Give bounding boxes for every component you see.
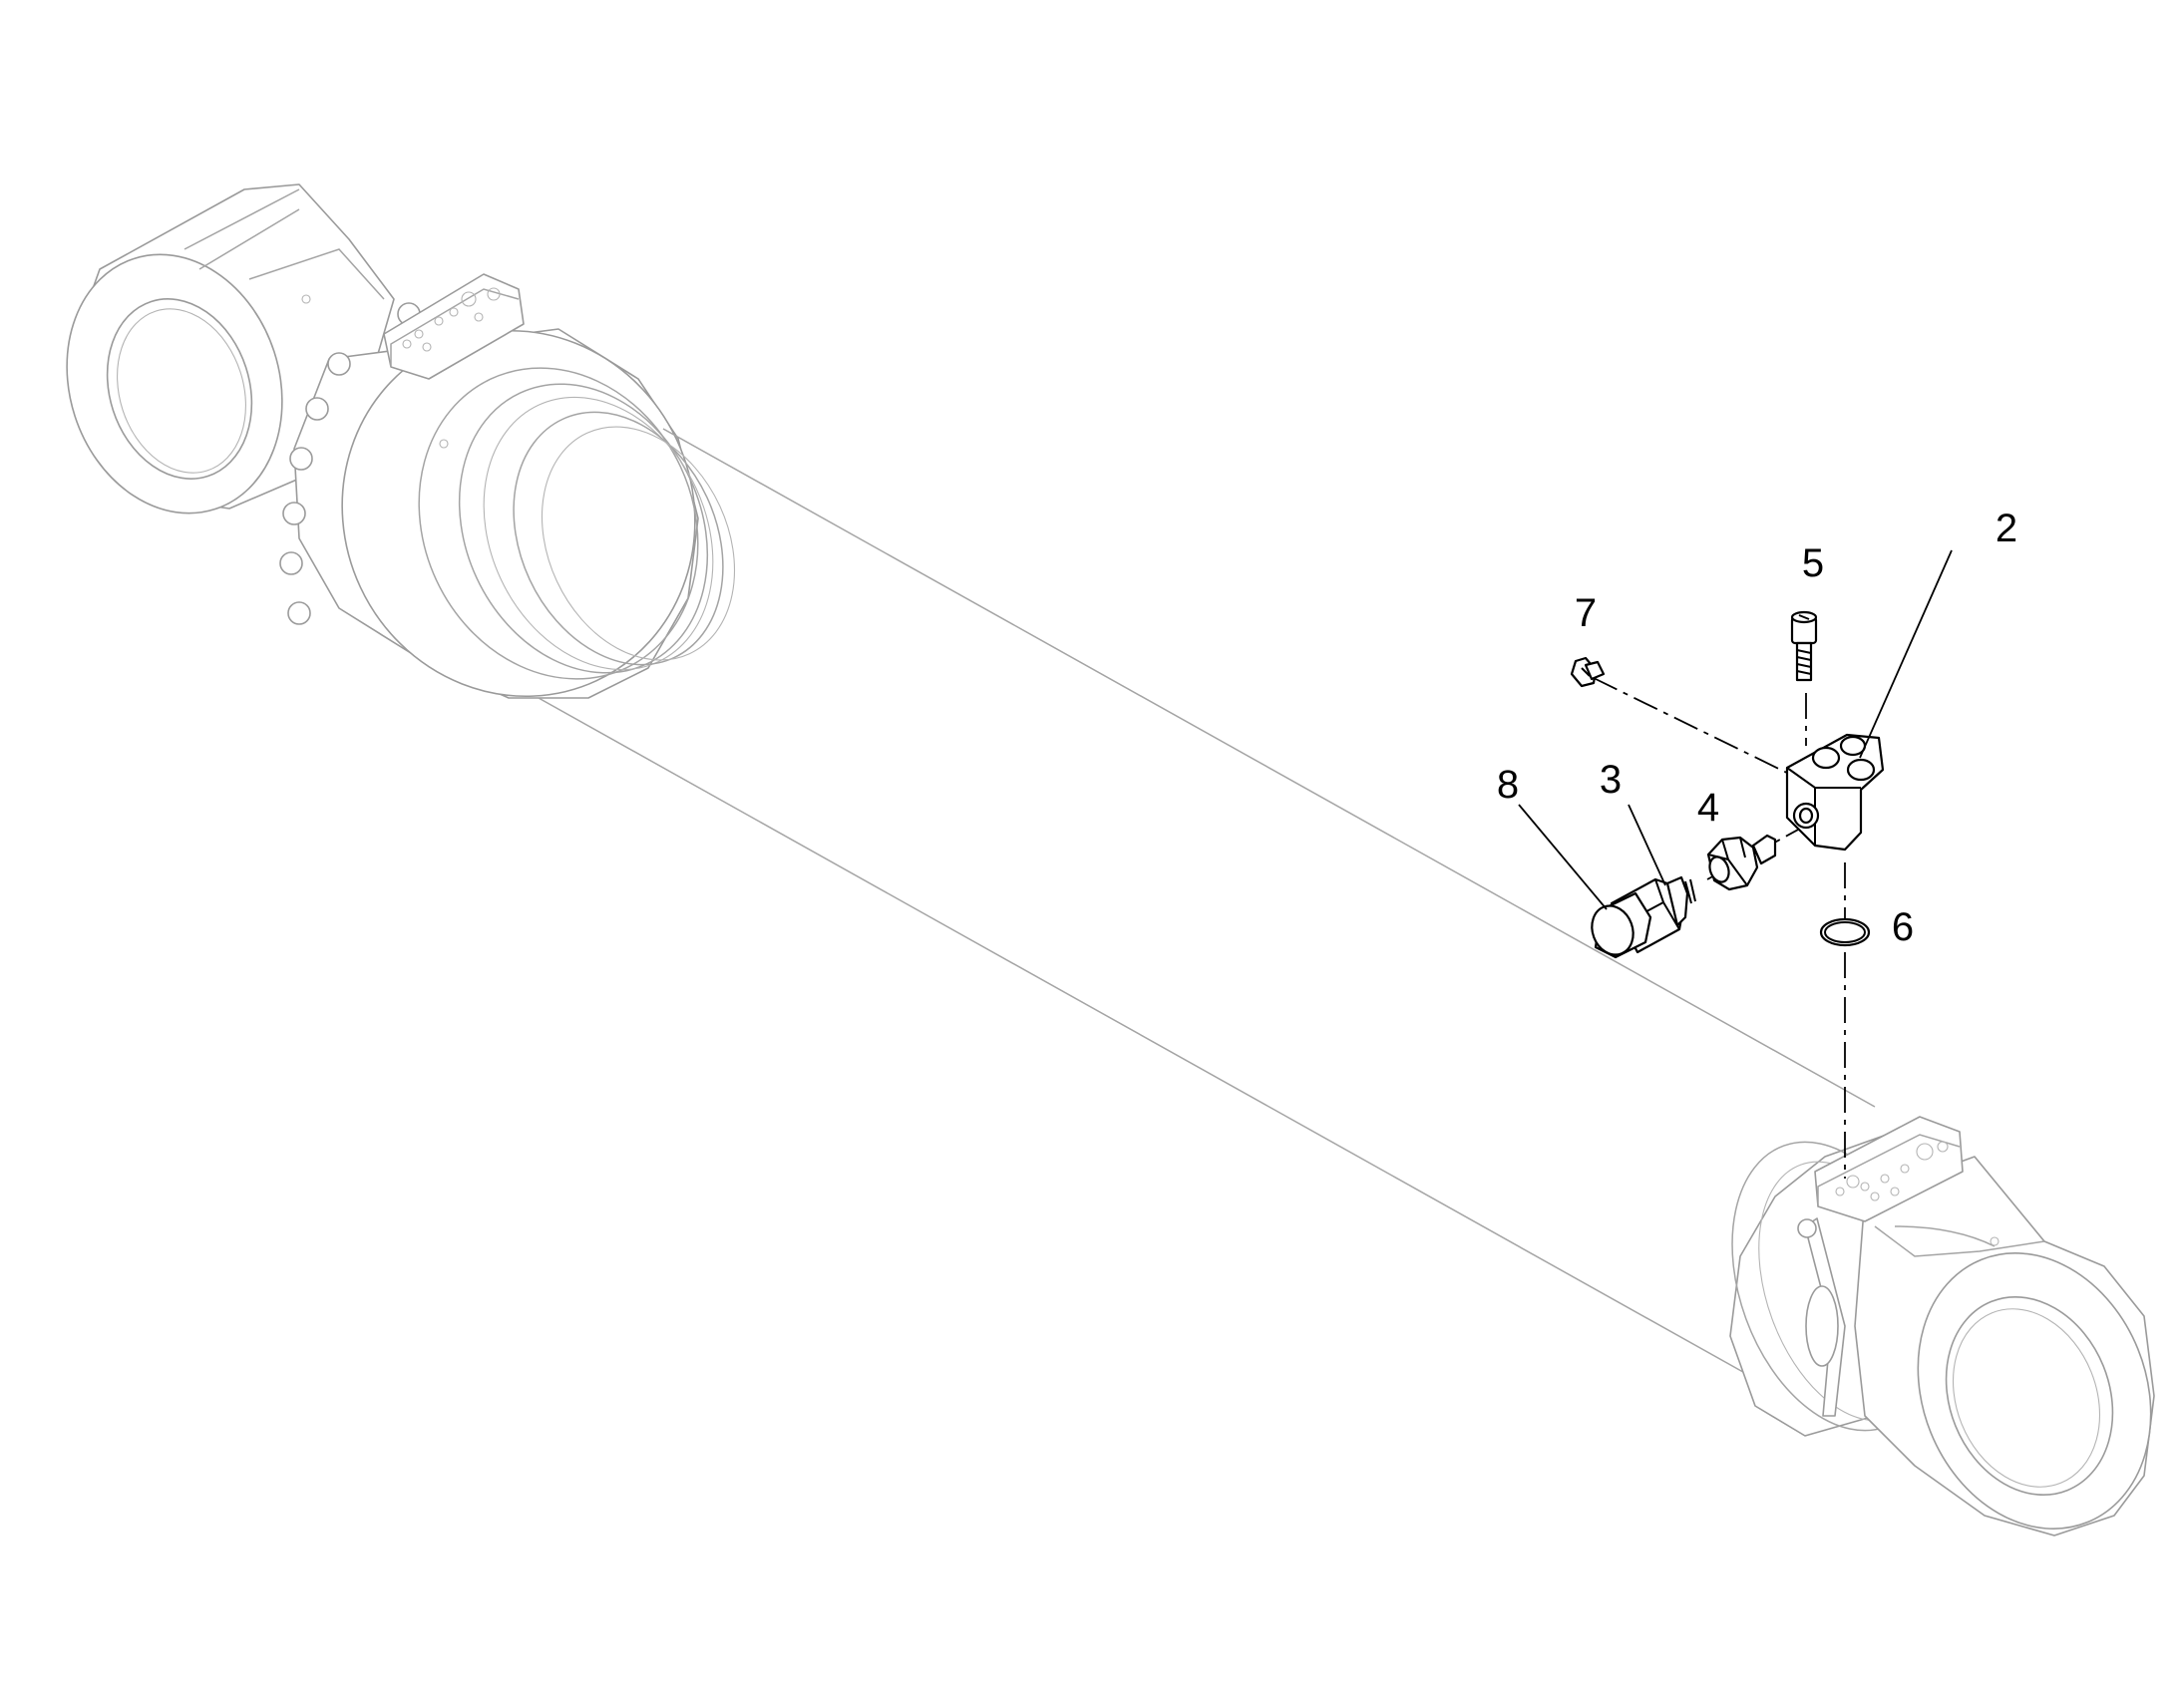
exploded-parts bbox=[1570, 610, 1885, 1179]
rod-end-eye bbox=[66, 183, 395, 514]
leader-8 bbox=[1518, 804, 1608, 910]
callout-labels: 2 3 4 5 6 7 8 bbox=[1497, 507, 2017, 949]
manifold-block-part-2 bbox=[1785, 733, 1885, 852]
callout-3: 3 bbox=[1600, 758, 1622, 802]
cap-screw-part-5 bbox=[1790, 610, 1818, 682]
callout-4: 4 bbox=[1697, 786, 1719, 830]
leader-lines bbox=[1518, 549, 1953, 910]
cylinder-head bbox=[279, 273, 736, 699]
callout-2: 2 bbox=[1996, 507, 2017, 550]
callout-7: 7 bbox=[1575, 591, 1597, 635]
hex-adapter-part-4 bbox=[1706, 834, 1777, 891]
cylinder-barrel bbox=[538, 428, 1876, 1377]
callout-8: 8 bbox=[1497, 763, 1519, 807]
callout-5: 5 bbox=[1802, 541, 1824, 585]
leader-2 bbox=[1859, 549, 1953, 759]
leader-3 bbox=[1628, 804, 1666, 886]
bleed-fitting-part-7 bbox=[1570, 656, 1606, 688]
hydraulic-cylinder-ghost bbox=[66, 183, 2155, 1537]
callout-6: 6 bbox=[1892, 905, 1914, 949]
o-ring-part-6 bbox=[1819, 917, 1871, 947]
cap-end bbox=[1729, 1116, 2155, 1537]
axis-line-7 bbox=[1593, 677, 1794, 777]
